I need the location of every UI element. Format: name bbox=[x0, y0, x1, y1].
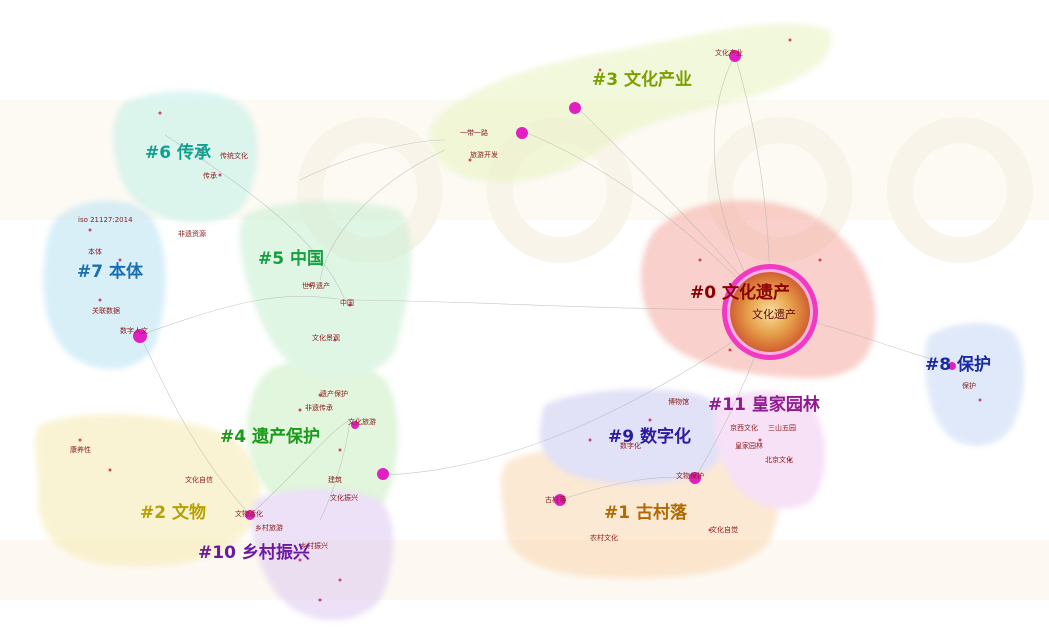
kw-c4-1: 非遗传承 bbox=[305, 403, 333, 412]
cluster-hull-1 bbox=[500, 446, 778, 579]
cluster-labels: #0 文化遗产 #1 古村落 #2 文物 #3 文化产业 #4 遗产保护 #5 … bbox=[77, 69, 991, 563]
node bbox=[554, 494, 566, 506]
kw-c6-0: 传承 bbox=[203, 171, 217, 180]
kw-c10-1: 乡村旅游 bbox=[255, 523, 283, 532]
kw-c2-1: 文物活化 bbox=[235, 509, 263, 518]
cluster-hull-5 bbox=[239, 201, 412, 379]
kw-c3-0: 文化产业 bbox=[715, 48, 743, 57]
cluster-label-3: #3 文化产业 bbox=[592, 69, 692, 90]
kw-c5-1: 中国 bbox=[340, 298, 354, 307]
kw-c2-0: 文化自信 bbox=[185, 475, 213, 484]
cluster-hulls bbox=[34, 23, 1025, 621]
cluster-label-1: #1 古村落 bbox=[604, 502, 688, 523]
cluster-hull-8 bbox=[925, 322, 1025, 446]
hub-node-cultural-heritage[interactable] bbox=[722, 264, 818, 360]
cluster-label-7: #7 本体 bbox=[77, 261, 144, 282]
cluster-hull-10 bbox=[251, 488, 394, 621]
node bbox=[516, 127, 528, 139]
node bbox=[689, 472, 701, 484]
kw-c11-2: 皇家园林 bbox=[735, 441, 763, 450]
node bbox=[569, 102, 581, 114]
kw-c9-1: 数字化 bbox=[620, 441, 641, 450]
kw-c10-0: 乡村振兴 bbox=[300, 541, 328, 550]
minor-nodes bbox=[78, 38, 982, 602]
cluster-label-2: #2 文物 bbox=[140, 502, 206, 523]
kw-c11-3: 北京文化 bbox=[765, 455, 793, 464]
kw-c5-2: 文化景观 bbox=[312, 333, 340, 342]
node bbox=[133, 329, 147, 343]
cluster-label-4: #4 遗产保护 bbox=[220, 426, 320, 447]
cluster-label-6: #6 传承 bbox=[145, 142, 211, 163]
kw-c4-2: 文化旅游 bbox=[348, 417, 376, 426]
kw-c1-1: 古村落 bbox=[545, 495, 566, 504]
cluster-hull-11 bbox=[714, 391, 826, 509]
cluster-label-8: #8 保护 bbox=[925, 354, 991, 375]
kw-c11-0: 京西文化 bbox=[730, 423, 758, 432]
kw-c5-0: 世界遗产 bbox=[302, 281, 330, 290]
cluster-label-11: #11 皇家园林 bbox=[708, 394, 820, 415]
keyword-labels: 文化遗产 文物保护 古村落 农村文化 文化自觉 文化自信 文物活化 康养性 文化… bbox=[70, 48, 976, 550]
node bbox=[729, 50, 741, 62]
kw-c0-0: 文化遗产 bbox=[752, 307, 796, 321]
keyword-nodes bbox=[133, 50, 956, 520]
kw-c1-3: 文化自觉 bbox=[710, 525, 738, 534]
node bbox=[351, 421, 359, 429]
kw-c9-0: 博物馆 bbox=[668, 397, 689, 406]
kw-c1-2: 农村文化 bbox=[590, 533, 618, 542]
kw-c3-1: 一带一路 bbox=[460, 128, 488, 137]
cluster-hull-4 bbox=[246, 358, 399, 518]
cluster-hull-6 bbox=[113, 91, 258, 223]
kw-c1-0: 文物保护 bbox=[676, 471, 704, 480]
kw-c7-3: 关联数据 bbox=[92, 306, 120, 315]
kw-c2-2: 康养性 bbox=[70, 445, 91, 454]
kw-c3-2: 旅游开发 bbox=[470, 150, 498, 159]
cluster-label-0: #0 文化遗产 bbox=[690, 282, 790, 303]
kw-c4-3: 建筑 bbox=[328, 475, 342, 484]
kw-c11-1: 三山五园 bbox=[768, 423, 796, 432]
node bbox=[377, 468, 389, 480]
cluster-label-10: #10 乡村振兴 bbox=[198, 542, 310, 563]
kw-c6-1: 传统文化 bbox=[220, 151, 248, 160]
kw-c6-2: 非遗资源 bbox=[178, 229, 206, 238]
cluster-label-5: #5 中国 bbox=[258, 248, 324, 269]
node bbox=[245, 510, 255, 520]
cluster-hull-9 bbox=[539, 389, 727, 485]
kw-c7-2: 本体 bbox=[88, 247, 102, 256]
cluster-hull-7 bbox=[43, 200, 166, 369]
kw-c7-0: 数字人文 bbox=[120, 326, 148, 335]
node bbox=[948, 362, 956, 370]
cluster-label-9: #9 数字化 bbox=[608, 426, 691, 447]
cluster-hull-2 bbox=[34, 414, 261, 567]
kw-c7-1: iso 21127:2014 bbox=[78, 216, 133, 224]
kw-c4-0: 遗产保护 bbox=[320, 389, 348, 398]
kw-c8-0: 保护 bbox=[962, 381, 976, 390]
kw-c10-2: 文化振兴 bbox=[330, 493, 358, 502]
